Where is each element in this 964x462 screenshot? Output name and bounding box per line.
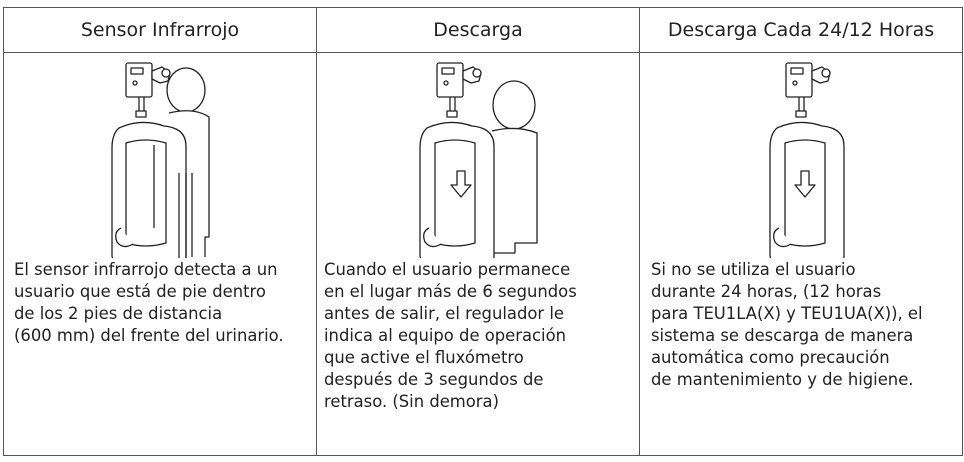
illustration-cell-flush	[316, 52, 640, 258]
header-flush: Descarga	[316, 7, 640, 53]
illustration-cell-auto-flush	[639, 52, 963, 258]
description-row: El sensor infrarrojo detecta a un usuari…	[3, 258, 963, 456]
header-row: Sensor Infrarrojo Descarga Descarga Cada…	[3, 7, 963, 53]
illustration-row	[3, 52, 963, 258]
description-cell-sensor: El sensor infrarrojo detecta a un usuari…	[3, 258, 317, 456]
description-auto-flush-text: Si no se utiliza el usuario durante 24 h…	[651, 260, 923, 389]
urinal-with-person-sensor-illustration	[111, 62, 210, 258]
illustration-cell-sensor	[3, 52, 317, 258]
header-flush-every-24-12-hours: Descarga Cada 24/12 Horas	[639, 7, 963, 53]
description-cell-flush: Cuando el usuario permanece en el lugar …	[316, 258, 640, 456]
description-sensor-text: El sensor infrarrojo detecta a un usuari…	[14, 260, 284, 345]
urinal-operation-table: Sensor Infrarrojo Descarga Descarga Cada…	[3, 7, 963, 456]
urinal-auto-flush-illustration	[769, 62, 845, 258]
description-cell-auto-flush: Si no se utiliza el usuario durante 24 h…	[639, 258, 963, 456]
header-infrared-sensor: Sensor Infrarrojo	[3, 7, 317, 53]
urinal-flush-with-person-illustration	[419, 62, 538, 258]
description-flush-text: Cuando el usuario permanece en el lugar …	[324, 260, 577, 411]
